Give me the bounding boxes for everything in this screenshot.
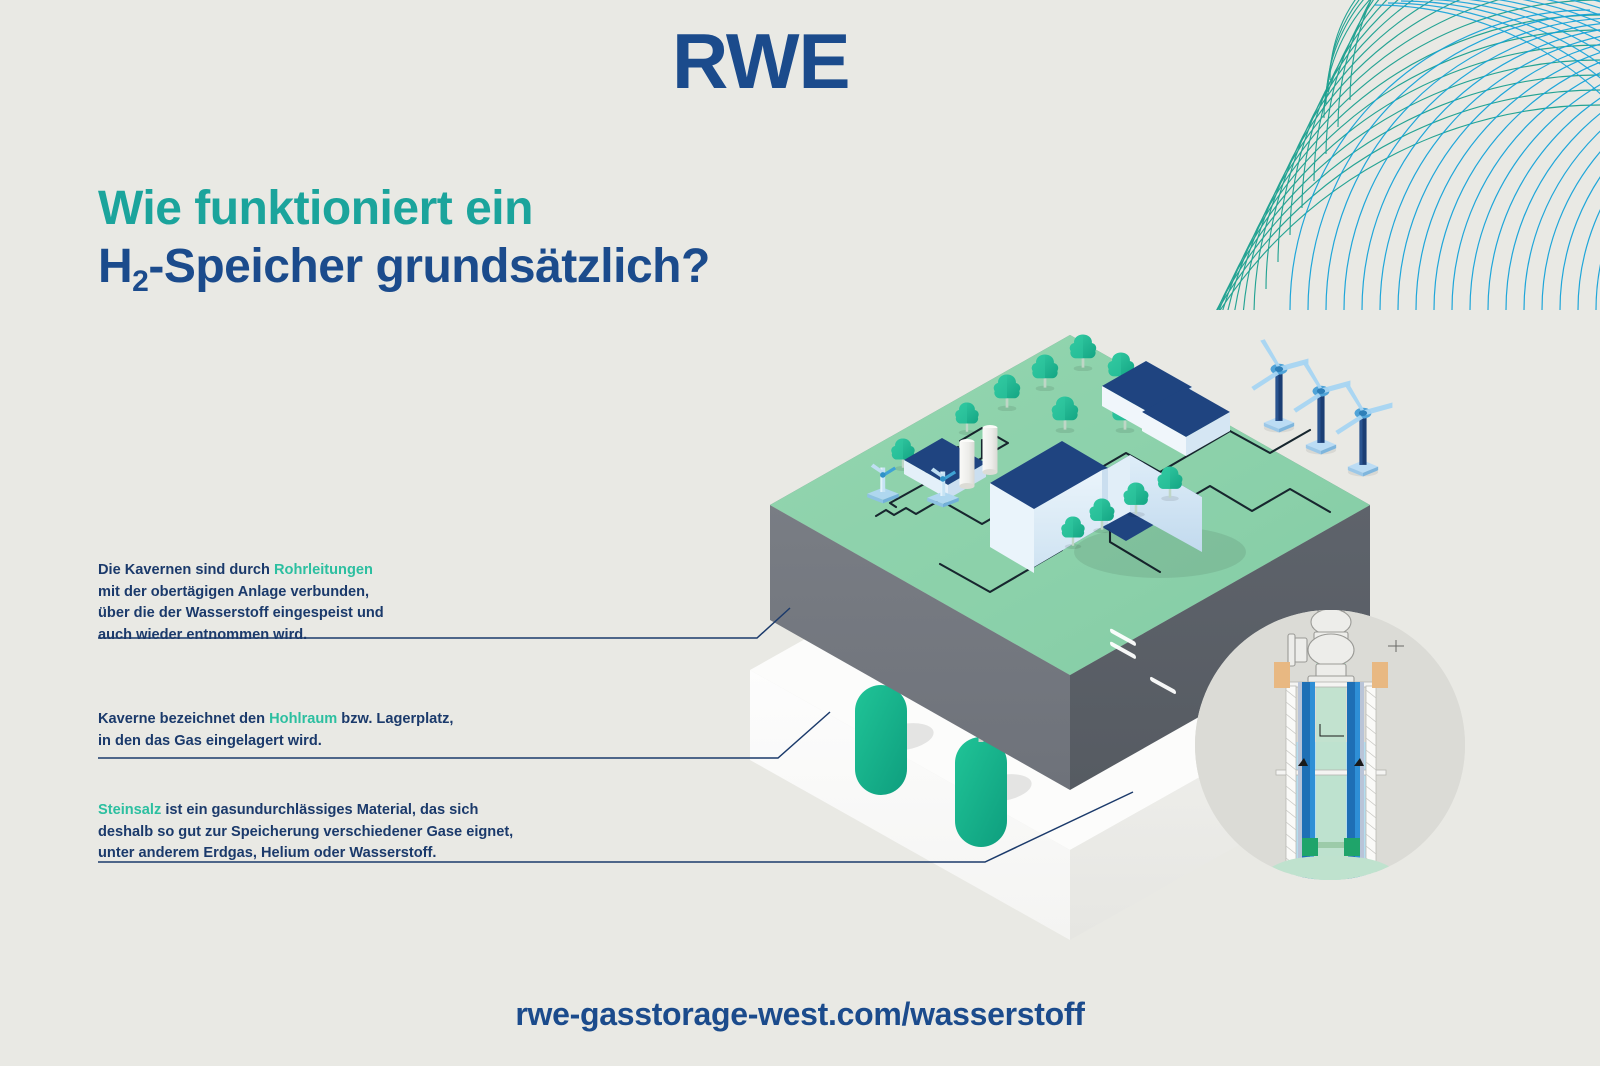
- storage-tank-1: [959, 439, 975, 489]
- compressor-station: [904, 425, 998, 499]
- annotation-1-highlight: Rohrleitungen: [273, 562, 373, 578]
- annotation-1-line-1: Die Kavernen sind durch Rohrleitungen: [98, 560, 468, 582]
- rwe-logo: RWE: [672, 17, 851, 105]
- headline-rest: -Speicher grundsätzlich?: [148, 240, 710, 293]
- headline-line-1: Wie funktioniert ein: [98, 182, 533, 235]
- annotation-steinsalz: Steinsalz ist ein gasundurchlässiges Mat…: [98, 800, 518, 865]
- headline-h: H: [98, 240, 133, 293]
- annotation-1-text-a: Die Kavernen sind durch: [98, 562, 274, 578]
- annotation-3-line-1: Steinsalz ist ein gasundurchlässiges Mat…: [98, 800, 518, 822]
- annotation-3-highlight: Steinsalz: [98, 802, 162, 818]
- louver-buildings: [1102, 361, 1230, 694]
- wellhead-cross-section-inset: [1195, 610, 1465, 880]
- annotation-1-line-3: über die der Wasserstoff eingespeist und: [98, 605, 384, 621]
- annotation-1-line-2: mit der obertägigen Anlage verbunden,: [98, 583, 370, 600]
- annotation-2-text-c: bzw. Lagerplatz,: [337, 711, 454, 727]
- cavern-2: [955, 737, 1007, 847]
- footer-url[interactable]: rwe-gasstorage-west.com/wasserstoff: [515, 996, 1085, 1032]
- cavern-1: [855, 685, 907, 795]
- annotation-kaverne: Kaverne bezeichnet den Hohlraum bzw. Lag…: [98, 709, 498, 752]
- isometric-cavern-illustration: [750, 334, 1465, 940]
- annotation-3-line-2: deshalb so gut zur Speicherung verschied…: [98, 823, 514, 840]
- page-title: Wie funktioniert ein H2-Speicher grundsä…: [98, 180, 710, 302]
- annotation-3-line-3: unter anderem Erdgas, Helium oder Wasser…: [98, 845, 437, 861]
- louver-building-2: [1142, 387, 1230, 694]
- annotation-rohrleitungen: Die Kavernen sind durch Rohrleitungen mi…: [98, 560, 468, 646]
- annotation-2-line-1: Kaverne bezeichnet den Hohlraum bzw. Lag…: [98, 709, 498, 731]
- annotation-1-line-4: auch wieder entnommen wird.: [98, 626, 308, 643]
- annotation-3-text-b: ist ein gasundurchlässiges Material, das…: [161, 802, 479, 818]
- annotation-2-line-2: in den das Gas eingelagert wird.: [98, 732, 322, 749]
- annotation-2-text-a: Kaverne bezeichnet den: [98, 711, 270, 727]
- annotation-2-highlight: Hohlraum: [269, 711, 338, 727]
- headline-subscript: 2: [132, 265, 149, 298]
- headline-line-2: H2-Speicher grundsätzlich?: [98, 238, 710, 302]
- storage-tank-2: [982, 425, 998, 475]
- decorative-arc-pattern: [1216, 0, 1600, 310]
